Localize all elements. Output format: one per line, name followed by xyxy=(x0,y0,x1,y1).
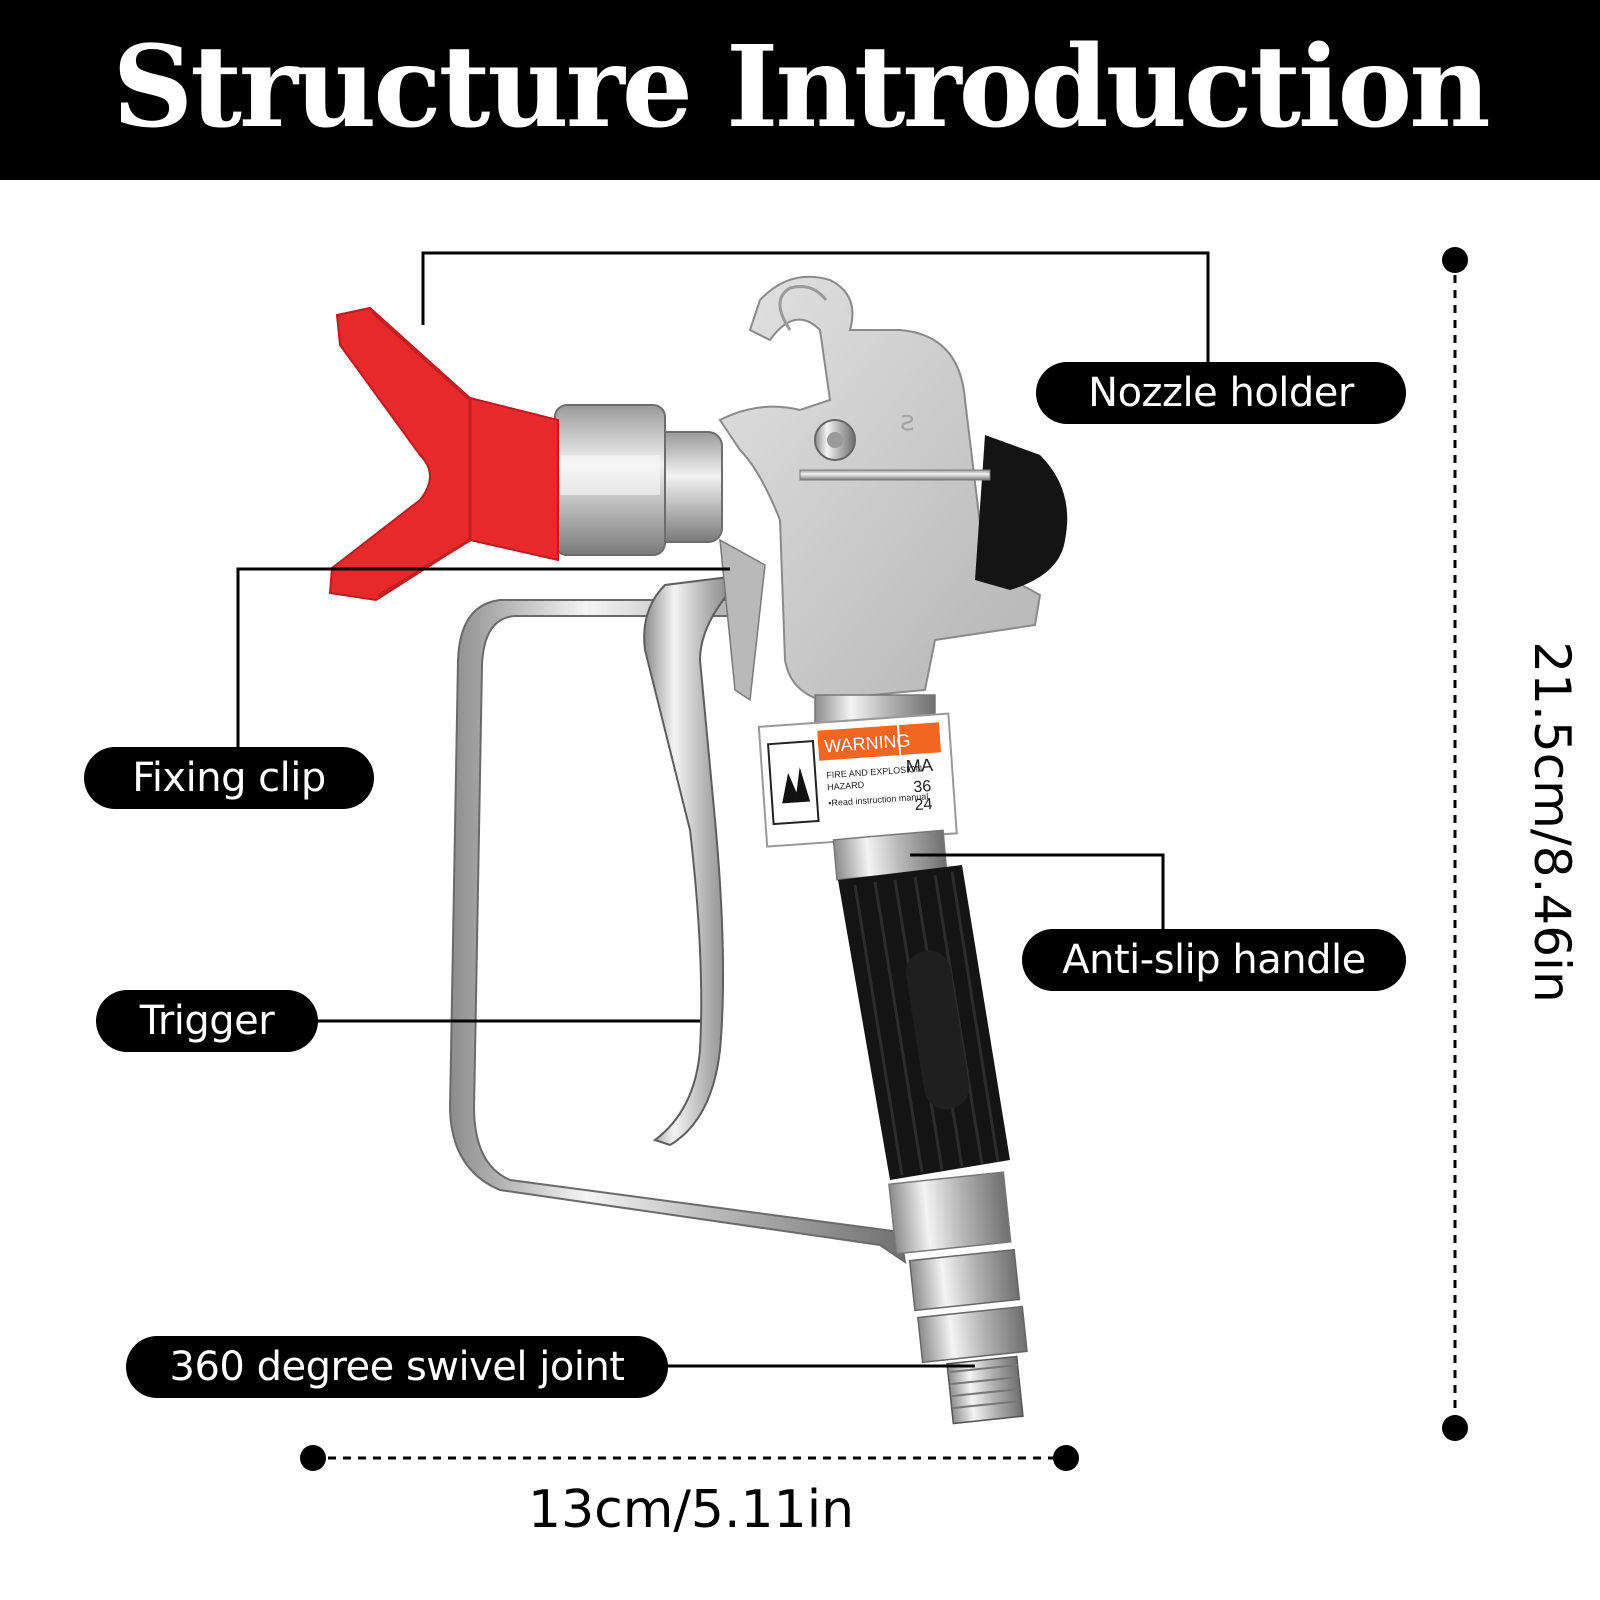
anti-slip-handle-label: Anti-slip handle xyxy=(1022,929,1406,991)
warning-side2: 36 xyxy=(913,778,932,796)
header-banner: Structure Introduction xyxy=(0,0,1600,180)
tip-guard xyxy=(328,306,559,602)
warning-side: MA xyxy=(905,755,933,777)
trigger xyxy=(643,573,748,1147)
nozzle-holder-label: Nozzle holder xyxy=(1036,362,1406,424)
rear-knob xyxy=(975,435,1068,590)
svg-text:ƨ: ƨ xyxy=(900,404,915,437)
swivel-joint-label: 360 degree swivel joint xyxy=(126,1336,668,1398)
trigger-guard xyxy=(448,599,907,1265)
fixing-clip-leader xyxy=(236,567,730,753)
trigger-label: Trigger xyxy=(96,990,318,1052)
gun-body xyxy=(718,275,1042,702)
fixing-clip-label: Fixing clip xyxy=(84,747,374,809)
height-dimension-text: 21.5cm/8.46in xyxy=(1523,641,1581,1003)
width-dimension-text: 13cm/5.11in xyxy=(528,1480,855,1540)
warning-side3: 24 xyxy=(914,796,933,814)
anti-slip-handle-leader xyxy=(910,853,1165,930)
page-title: Structure Introduction xyxy=(112,22,1490,153)
nozzle-holder-leader xyxy=(421,251,1210,362)
warning-line2: HAZARD xyxy=(827,780,865,793)
warning-label: WARNING FIRE AND EXPLOSION HAZARD •Read … xyxy=(757,712,958,848)
